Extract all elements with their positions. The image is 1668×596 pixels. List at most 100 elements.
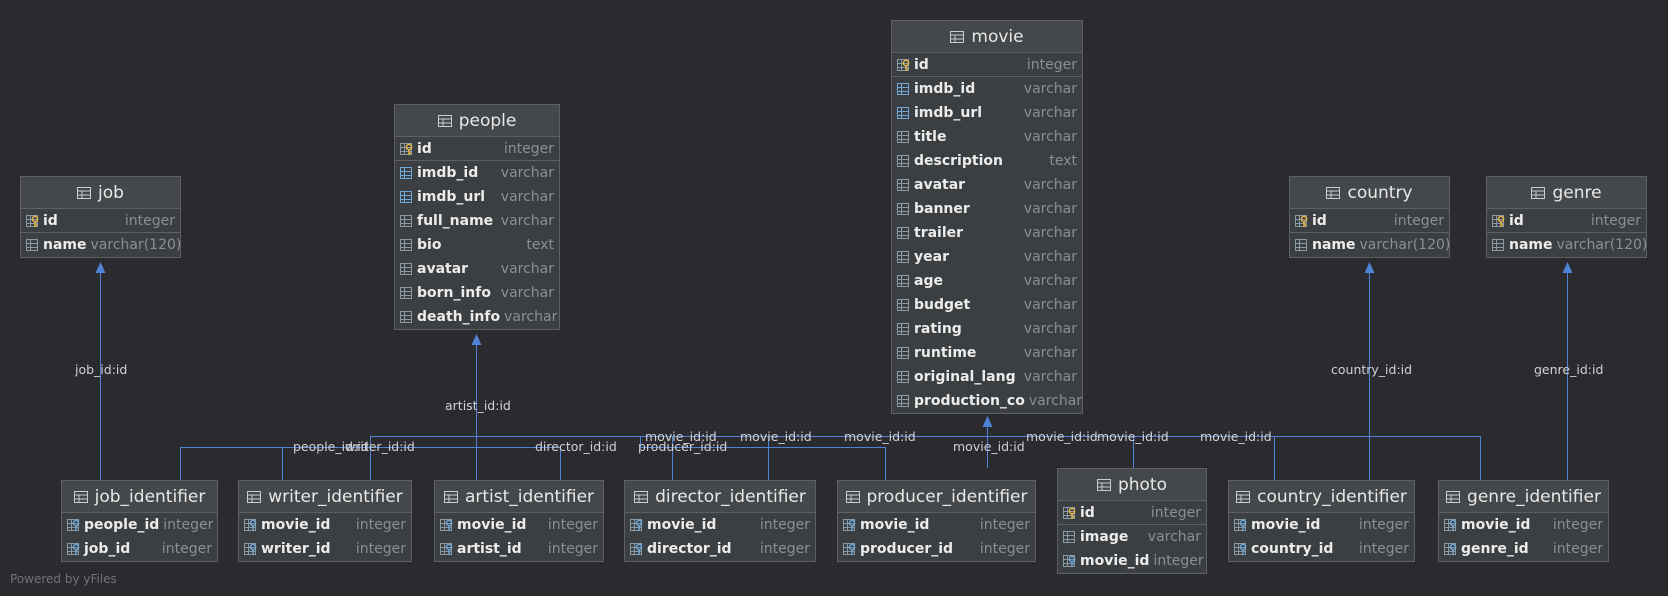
foreign-key-icon xyxy=(1063,555,1076,567)
arrow-people xyxy=(471,334,482,345)
table-header[interactable]: producer_identifier xyxy=(838,481,1035,513)
table-header[interactable]: genre xyxy=(1487,177,1646,209)
column-name: name xyxy=(43,237,87,253)
primary-key-icon xyxy=(26,214,39,227)
table-header[interactable]: people xyxy=(395,105,559,137)
table-title: job xyxy=(98,182,124,203)
table-header[interactable]: country xyxy=(1290,177,1449,209)
table-header[interactable]: photo xyxy=(1058,469,1206,501)
table-header[interactable]: artist_identifier xyxy=(435,481,603,513)
column-icon xyxy=(400,215,412,227)
table-header[interactable]: director_identifier xyxy=(625,481,815,513)
table-header[interactable]: country_identifier xyxy=(1229,481,1414,513)
table-header[interactable]: writer_identifier xyxy=(239,481,411,513)
column-name: title xyxy=(914,129,947,145)
foreign-key-icon xyxy=(843,543,856,555)
column-type: varchar(120) xyxy=(1359,237,1451,253)
column-name: name xyxy=(1312,237,1356,253)
table-title: country xyxy=(1347,182,1413,203)
column-type: integer xyxy=(979,541,1030,557)
edge-label: producer_id:id xyxy=(638,439,728,454)
foreign-key-icon xyxy=(1234,519,1247,531)
edge-movie-bus xyxy=(370,436,1481,480)
column-icon xyxy=(897,371,909,383)
column-icon xyxy=(897,131,909,143)
column-type: integer xyxy=(547,517,598,533)
column-icon xyxy=(897,155,909,167)
index-column-icon xyxy=(400,167,412,179)
column-name: budget xyxy=(914,297,971,313)
edge-label: movie_id:id xyxy=(1026,429,1098,444)
column-name: movie_id xyxy=(1251,517,1321,533)
table-title: director_identifier xyxy=(655,486,806,507)
column-icon xyxy=(897,323,909,335)
column-icon xyxy=(897,395,909,407)
table-header[interactable]: genre_identifier xyxy=(1439,481,1608,513)
table-icon xyxy=(1531,186,1546,199)
table-header[interactable]: job xyxy=(21,177,180,209)
edge-label: movie_id:id xyxy=(844,429,916,444)
table-header[interactable]: job_identifier xyxy=(62,481,217,513)
table-header[interactable]: movie xyxy=(892,21,1082,53)
